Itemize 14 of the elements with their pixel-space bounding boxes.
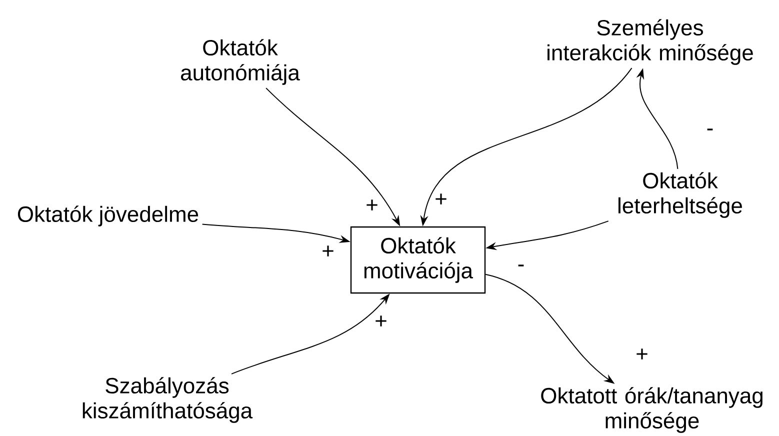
variable-label: Személyes interakciók minősége xyxy=(548,19,753,65)
variable-label: Szabályozás kiszámíthatósága xyxy=(82,377,253,423)
variable-box: Oktatók motivációja xyxy=(350,226,486,294)
variable-label: Oktatók jövedelme xyxy=(18,206,198,226)
polarity-sign: - xyxy=(518,264,524,266)
variable-label: Oktatók autonómiája xyxy=(181,39,300,85)
polarity-sign: + xyxy=(366,200,378,210)
polarity-sign: + xyxy=(322,246,334,256)
variable-label: Oktatott órák/tananyag minősége xyxy=(541,387,762,433)
polarity-sign: + xyxy=(636,348,648,360)
polarity-sign: - xyxy=(707,128,713,130)
polarity-sign: + xyxy=(376,316,386,326)
polarity-sign: + xyxy=(436,194,446,204)
variable-label: Oktatók leterheltsége xyxy=(618,172,742,218)
